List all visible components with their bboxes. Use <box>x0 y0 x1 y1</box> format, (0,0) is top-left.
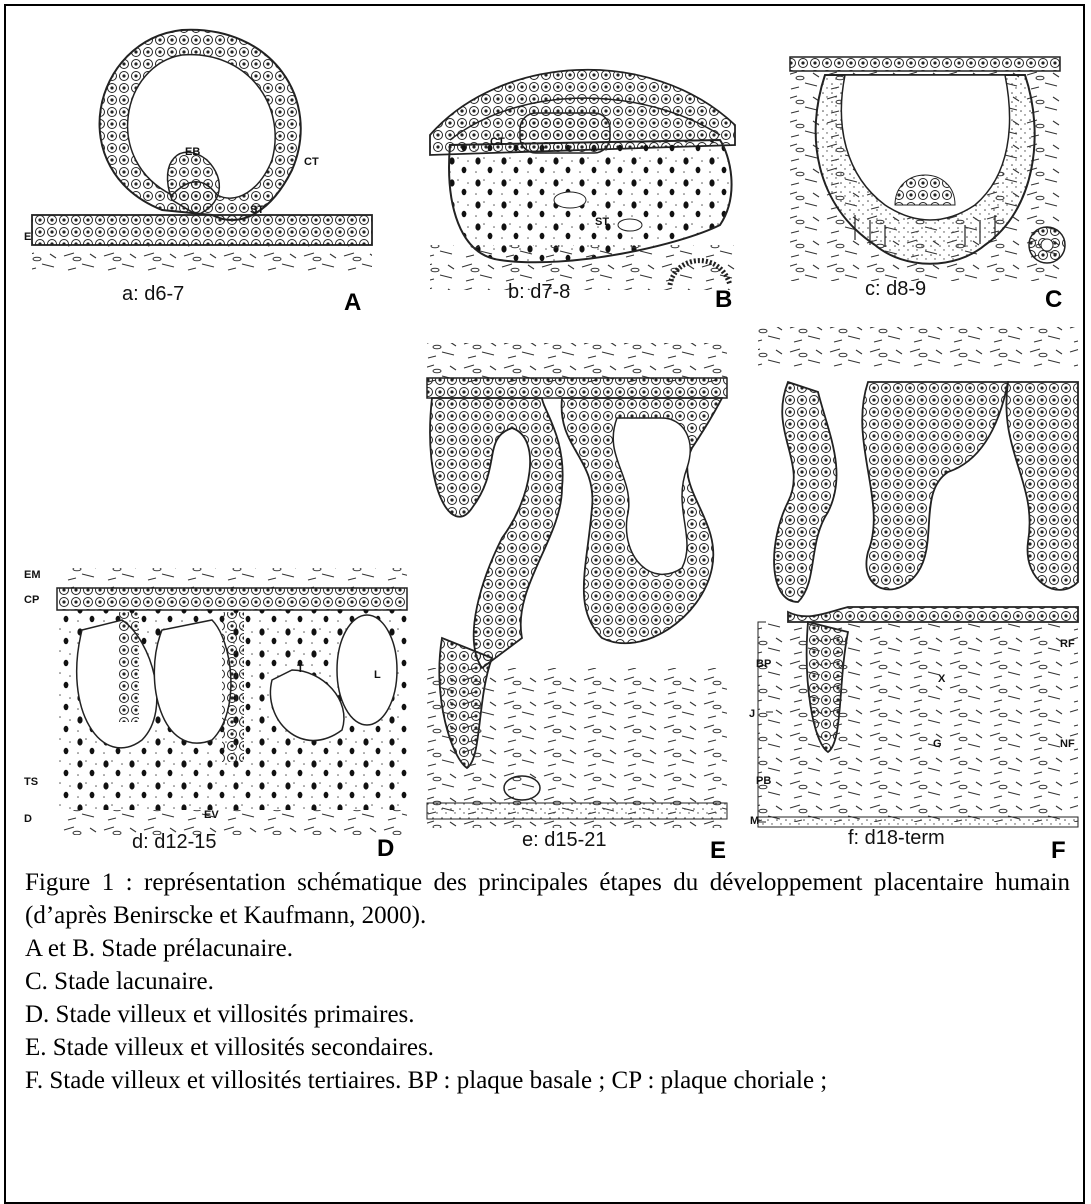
tag-f-bp: BP <box>756 658 771 670</box>
panel-b-drawing: CT ST b: d7-8 B <box>420 45 745 310</box>
tag-e: E <box>24 231 31 243</box>
panel-e: e: d15-21 E <box>422 338 737 863</box>
caption-line-c: C. Stade lacunaire. <box>25 965 1070 998</box>
tag-d-cp: CP <box>24 594 39 606</box>
tag-f-x: X <box>938 673 946 685</box>
panel-c-label: c: d8-9 <box>865 278 926 300</box>
caption-line-e: E. Stade villeux et villosités secondair… <box>25 1031 1070 1064</box>
caption-title: Figure 1 : représentation schématique de… <box>25 866 1070 932</box>
tag-f-j: J <box>749 708 755 720</box>
figure-caption: Figure 1 : représentation schématique de… <box>25 866 1070 1097</box>
panel-b-label: b: d7-8 <box>508 281 570 303</box>
tag-b-ct: CT <box>490 136 505 148</box>
panel-d-label: d: d12-15 <box>132 831 217 853</box>
panel-d-letter: D <box>377 835 394 860</box>
panel-a-letter: A <box>344 289 361 310</box>
tag-b-st: ST <box>595 216 609 228</box>
tag-d-l: L <box>374 669 381 681</box>
tag-eb: EB <box>185 146 200 158</box>
panel-c-letter: C <box>1045 286 1062 310</box>
tag-f-pb: PB <box>756 775 771 787</box>
tag-f-g: G <box>933 738 942 750</box>
tag-f-rf: RF <box>1060 638 1075 650</box>
panel-c-drawing: c: d8-9 C <box>785 45 1075 310</box>
panel-a: EB CT ST E a: d6-7 A <box>22 10 382 310</box>
panel-f-label: f: d18-term <box>848 827 945 849</box>
panel-d: EM CP T L TS D EV d: d12-15 D <box>22 560 417 860</box>
tag-d-ts: TS <box>24 776 38 788</box>
panel-e-drawing: e: d15-21 E <box>422 338 737 863</box>
caption-line-d: D. Stade villeux et villosités primaires… <box>25 998 1070 1031</box>
caption-line-ab: A et B. Stade prélacunaire. <box>25 932 1070 965</box>
panel-c: c: d8-9 C <box>785 45 1075 310</box>
tag-d-d: D <box>24 813 32 825</box>
panel-f-letter: F <box>1051 837 1066 862</box>
panel-e-letter: E <box>710 837 726 863</box>
tag-ct: CT <box>304 156 319 168</box>
panel-f: RF BP X J G NF PB M f: d18-term F <box>748 322 1083 862</box>
caption-line-f: F. Stade villeux et villosités tertiaire… <box>25 1064 1070 1097</box>
panel-a-drawing: EB CT ST E a: d6-7 A <box>22 10 382 310</box>
panel-a-label: a: d6-7 <box>122 283 184 305</box>
panel-f-drawing: RF BP X J G NF PB M f: d18-term F <box>748 322 1083 862</box>
panel-d-drawing: EM CP T L TS D EV d: d12-15 D <box>22 560 417 860</box>
tag-st: ST <box>250 204 264 216</box>
panel-b: CT ST b: d7-8 B <box>420 45 745 310</box>
tag-d-ev: EV <box>204 809 219 821</box>
tag-d-t: T <box>297 663 304 675</box>
panel-b-letter: B <box>715 286 732 310</box>
tag-f-m: M <box>750 815 759 827</box>
tag-f-nf: NF <box>1060 738 1075 750</box>
tag-d-em: EM <box>24 569 41 581</box>
panel-e-label: e: d15-21 <box>522 829 607 851</box>
